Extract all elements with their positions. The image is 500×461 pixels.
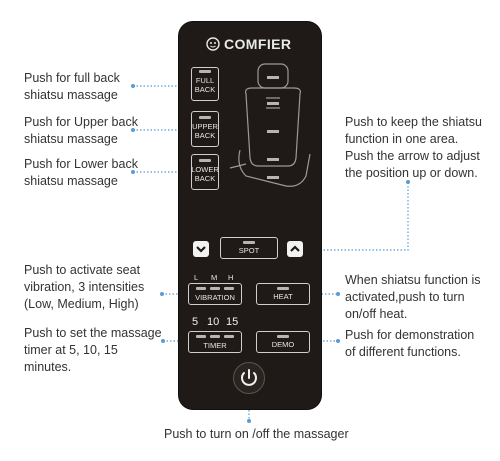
vibration-label: VIBRATION [195,292,235,302]
lower-back-led [199,159,211,162]
vibration-led-low [196,286,206,290]
vibration-button[interactable]: VIBRATION [188,283,242,305]
callout-heat: When shiatsu function is activated,push … [345,273,481,321]
upper-back-led [199,116,211,119]
callout-power: Push to turn on /off the massager [164,427,349,441]
timer-value-10: 10 [207,316,220,328]
callout-demo: Push for demonstration of different func… [345,328,475,359]
callout-spot: Push to keep the shiatsu function in one… [345,115,482,180]
intensity-low-label: L [194,273,199,282]
spot-led [243,241,255,244]
intensity-medium-label: M [211,273,218,282]
full-back-button[interactable]: FULL BACK [191,67,219,101]
lower-back-button[interactable]: LOWER BACK [191,154,219,190]
callout-upper-back: Push for Upper back shiatsu massage [24,115,138,146]
callout-vibration: Push to activate seat vibration, 3 inten… [24,263,145,311]
spot-button[interactable]: SPOT [220,237,278,259]
vibration-led-medium [210,286,220,290]
remote-control [179,22,321,409]
full-back-label: FULL BACK [194,76,216,94]
upper-back-label: UPPER BACK [192,122,218,140]
timer-value-5: 5 [192,316,199,328]
chevron-up-icon [290,245,300,252]
callout-full-back: Push for full back shiatsu massage [24,71,120,102]
heat-led [277,287,289,290]
timer-label: TIMER [203,340,227,350]
callout-timer: Push to set the massage timer at 5, 10, … [24,326,162,374]
heat-button[interactable]: HEAT [256,283,310,305]
arrow-down-button[interactable] [193,241,209,257]
lower-back-label: LOWER BACK [191,165,219,183]
demo-label: DEMO [271,340,295,349]
demo-button[interactable]: DEMO [256,331,310,353]
upper-back-button[interactable]: UPPER BACK [191,111,219,147]
arrow-up-button[interactable] [287,241,303,257]
brand-name: COMFIER [224,36,292,52]
power-button[interactable] [233,362,265,394]
spot-label: SPOT [238,246,260,255]
timer-value-15: 15 [226,316,239,328]
timer-leds [196,334,234,338]
heat-label: HEAT [273,292,293,301]
callout-lower-back: Push for Lower back shiatsu massage [24,157,138,188]
timer-button[interactable]: TIMER [188,331,242,353]
timer-led-10 [210,334,220,338]
brand-logo-icon [206,37,220,51]
power-icon [241,369,257,386]
timer-led-15 [224,334,234,338]
vibration-leds [196,286,234,290]
timer-led-5 [196,334,206,338]
demo-led [277,335,289,338]
full-back-led [199,70,211,73]
chevron-down-icon [196,246,206,253]
vibration-led-high [224,286,234,290]
massage-chair-illustration [229,63,311,187]
intensity-high-label: H [228,273,234,282]
